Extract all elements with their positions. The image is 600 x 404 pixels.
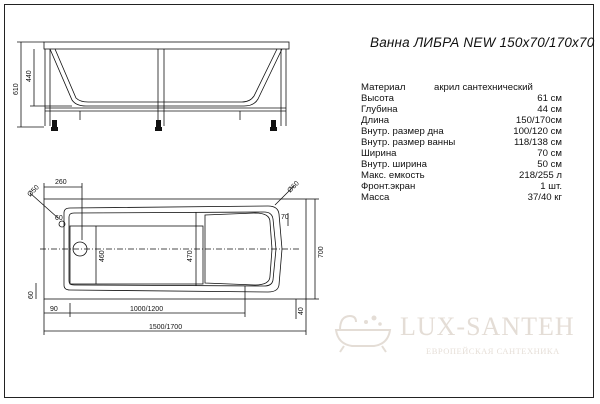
spec-name: Глубина <box>361 104 398 115</box>
foot <box>271 120 276 127</box>
spec-row: Внутр. размер дна 100/120 см <box>361 126 576 137</box>
spec-row: Высота 61 см <box>361 93 576 104</box>
foot <box>52 120 57 127</box>
spec-row: Глубина 44 см <box>361 104 576 115</box>
sheet-frame <box>4 4 594 398</box>
dim-label-d60: Ø60 <box>286 180 300 194</box>
spec-name: Макс. емкость <box>361 170 425 181</box>
spec-row: Длина 150/170см <box>361 115 576 126</box>
spec-name: Фронт.экран <box>361 181 416 192</box>
overflow-hole <box>58 220 66 228</box>
spec-table: Материал акрил сантехнический Высота 61 … <box>361 82 576 203</box>
spec-value: 100/120 см <box>513 126 562 137</box>
foot <box>270 127 277 131</box>
spec-name: Масса <box>361 192 390 203</box>
lux-santeh-watermark: LUX-SANTEH ЕВРОПЕЙСКАЯ САНТЕХНИКА <box>330 304 590 364</box>
spec-row: Материал акрил сантехнический <box>361 82 576 93</box>
leader-d50 <box>29 192 59 219</box>
bath-bottom <box>69 225 204 285</box>
foot <box>155 127 162 131</box>
spec-value: 44 см <box>537 104 562 115</box>
spec-value: 1 шт. <box>540 181 562 192</box>
leader-d60 <box>274 185 295 206</box>
bath-feet <box>51 120 277 131</box>
drawing-title: Ванна ЛИБРА NEW 150х70/170х70 <box>370 35 595 50</box>
spec-name: Внутр. ширина <box>361 159 427 170</box>
spec-name: Внутр. размер дна <box>361 126 444 137</box>
dim-label-60: 60 <box>28 291 35 299</box>
top-view <box>29 183 319 335</box>
spec-row: Внутр. размер ванны 118/138 см <box>361 137 576 148</box>
dim-label-610: 610 <box>13 83 20 95</box>
foot <box>156 120 161 127</box>
dim-label-90: 90 <box>50 306 58 313</box>
dim-label-60-top: 60 <box>55 215 63 222</box>
spec-value: 118/138 см <box>513 137 562 148</box>
bath-rim <box>43 41 290 50</box>
dim-label-40: 40 <box>298 307 305 315</box>
dim-label-1000: 1000/1200 <box>130 306 163 313</box>
spec-row: Внутр. ширина 50 см <box>361 159 576 170</box>
spec-row: Макс. емкость 218/255 л <box>361 170 576 181</box>
spec-row: Масса 37/40 кг <box>361 192 576 203</box>
bath-bowl-outer <box>63 205 283 293</box>
spec-name: Внутр. размер ванны <box>361 137 456 148</box>
spec-value: 37/40 кг <box>527 192 562 203</box>
side-view <box>17 41 290 128</box>
spec-name: Ширина <box>361 148 397 159</box>
spec-row: Фронт.экран 1 шт. <box>361 181 576 192</box>
bathtub-logo-icon <box>334 314 392 353</box>
dim-label-460: 460 <box>99 250 106 262</box>
dim-label-440: 440 <box>26 70 33 82</box>
spec-value: 61 см <box>537 93 562 104</box>
logo-name: LUX-SANTEH <box>400 312 575 341</box>
spec-row: Ширина 70 см <box>361 148 576 159</box>
dim-label-1500: 1500/1700 <box>149 324 182 331</box>
spec-value: 70 см <box>537 148 562 159</box>
spec-value: акрил сантехнический <box>434 82 533 93</box>
spec-value: 50 см <box>537 159 562 170</box>
spec-name: Материал <box>361 82 406 93</box>
bath-bowl-inner <box>68 211 277 287</box>
dim-label-700: 700 <box>318 246 325 258</box>
dim-label-70: 70 <box>281 214 289 221</box>
dim-label-260: 260 <box>55 179 67 186</box>
bath-shell-inner <box>54 48 278 103</box>
spec-name: Высота <box>361 93 394 104</box>
bath-shell <box>49 48 283 107</box>
spec-name: Длина <box>361 115 390 126</box>
spec-value: 218/255 л <box>519 170 562 181</box>
foot <box>51 127 58 131</box>
dim-label-470: 470 <box>187 250 194 262</box>
logo-tagline: ЕВРОПЕЙСКАЯ САНТЕХНИКА <box>426 346 560 356</box>
spec-value: 150/170см <box>515 115 562 126</box>
backrest <box>204 212 273 286</box>
